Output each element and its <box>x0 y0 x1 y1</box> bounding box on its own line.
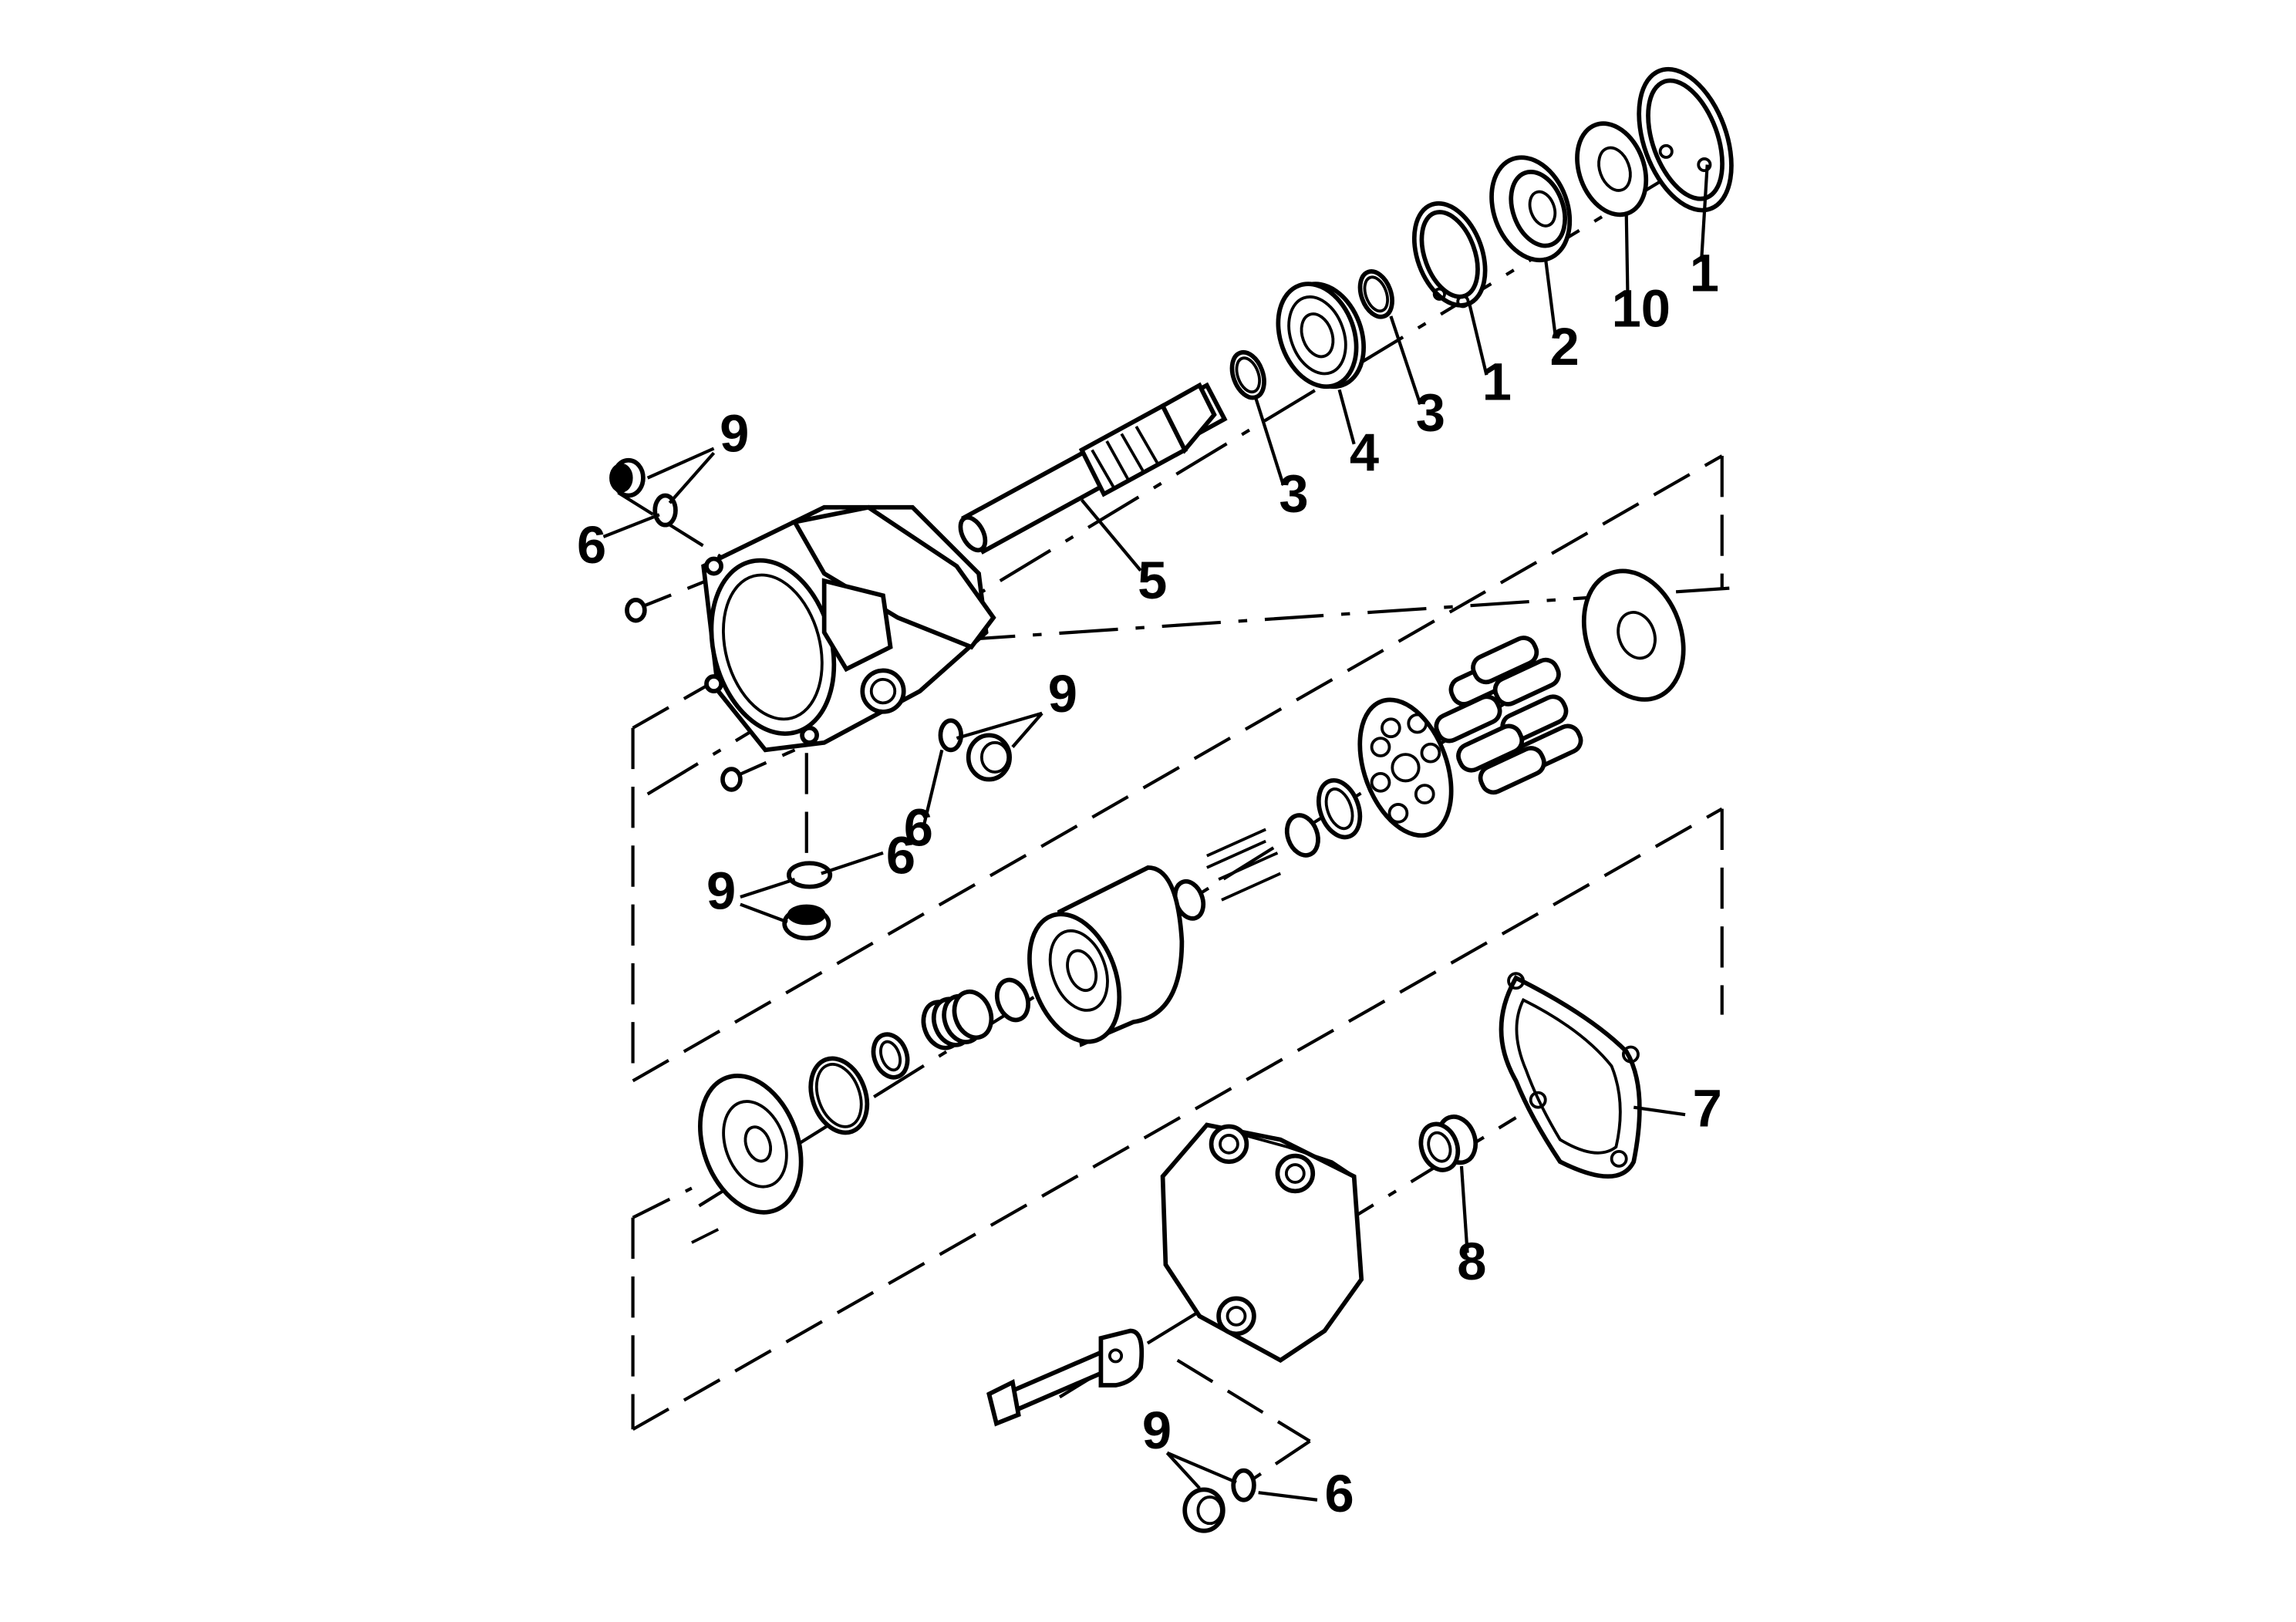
snap-ring-inner <box>1411 201 1488 309</box>
callout-1-mid: 1 <box>1482 352 1512 412</box>
o-ring-mid <box>938 718 964 753</box>
callout-3-lower: 3 <box>1279 464 1308 524</box>
pins-set <box>1206 828 1282 902</box>
spherical-bushing <box>1317 777 1363 840</box>
leader-lines <box>602 164 1709 1502</box>
callout-9-top-left: 9 <box>720 403 749 463</box>
callout-9-bottom: 9 <box>1142 1401 1172 1460</box>
gasket <box>1499 972 1642 1179</box>
callout-4: 4 <box>1350 423 1379 482</box>
pin-top-left <box>625 598 647 623</box>
plug-lower-left <box>782 904 831 941</box>
bolt <box>986 1347 1118 1427</box>
retaining-ring-upper <box>1357 269 1394 319</box>
piston-set <box>1434 636 1583 795</box>
callout-6-lower-left: 6 <box>886 826 915 885</box>
callout-9-mid: 9 <box>1048 664 1077 723</box>
callout-8: 8 <box>1457 1232 1486 1291</box>
callout-9-lower-left: 9 <box>706 861 736 920</box>
callout-3-upper: 3 <box>1416 383 1445 443</box>
thrust-washer <box>1575 121 1649 218</box>
callout-6-mid: 6 <box>904 798 933 857</box>
plug-top-left <box>609 457 646 498</box>
callout-5: 5 <box>1138 551 1167 610</box>
valve-plate <box>698 1073 804 1215</box>
callout-2: 2 <box>1549 317 1579 376</box>
end-cover <box>1160 1122 1364 1363</box>
o-ring-spring <box>994 977 1030 1023</box>
retainer-plate <box>1357 697 1454 838</box>
spring-seat <box>871 1032 910 1080</box>
ball-bearing <box>1276 282 1366 389</box>
thin-ring <box>1284 813 1320 858</box>
motor-housing <box>701 504 996 753</box>
o-ring-bottom <box>1231 1468 1256 1502</box>
dowel-pin <box>691 1228 720 1244</box>
large-o-ring <box>808 1056 870 1135</box>
drive-shaft <box>958 382 1228 555</box>
callout-10: 10 <box>1612 278 1671 338</box>
needle-bearing <box>1418 1114 1478 1172</box>
callouts: 1 10 2 1 3 4 3 5 9 6 9 6 6 9 7 8 9 6 <box>577 244 1722 1523</box>
plug-mid <box>966 733 1012 782</box>
callout-7: 7 <box>1693 1078 1722 1138</box>
callout-1-top: 1 <box>1690 244 1719 303</box>
swash-plate <box>1581 568 1686 702</box>
plug-bottom <box>1182 1487 1226 1533</box>
o-ring-lower-left <box>787 861 833 889</box>
snap-ring-outer <box>1637 66 1734 213</box>
retaining-ring-lower <box>1229 349 1266 400</box>
spring <box>921 989 994 1050</box>
callout-6-bottom: 6 <box>1325 1464 1354 1523</box>
callout-6-top-left: 6 <box>577 515 606 575</box>
pin-lower-left <box>720 767 743 792</box>
tab-washer <box>1098 1328 1145 1388</box>
cylinder-block <box>1027 865 1185 1047</box>
shaft-seal <box>1489 155 1573 263</box>
